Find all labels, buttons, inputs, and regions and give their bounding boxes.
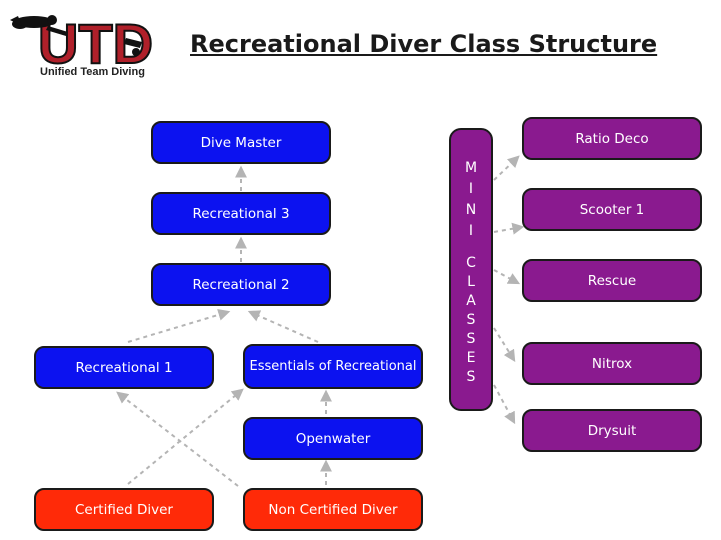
mini-letter: A xyxy=(466,293,476,309)
arrow-rec1-to-rec2 xyxy=(127,309,231,343)
box-non-certified-diver: Non Certified Diver xyxy=(243,488,423,531)
arrow-mini-to-ratio-deco xyxy=(493,155,520,181)
mini-letter: E xyxy=(466,350,476,366)
box-dive-master: Dive Master xyxy=(151,121,331,164)
box-openwater: Openwater xyxy=(243,417,423,460)
mini-letter: M xyxy=(464,160,478,176)
arrow-mini-to-drysuit xyxy=(493,384,516,425)
box-recreational-2: Recreational 2 xyxy=(151,263,331,306)
box-recreational-3: Recreational 3 xyxy=(151,192,331,235)
mini-letter: I xyxy=(468,181,474,197)
mini-letter: I xyxy=(468,223,474,239)
brand-tagline: Unified Team Diving xyxy=(40,66,145,78)
utd-logo: UTD xyxy=(8,8,178,80)
box-nitrox: Nitrox xyxy=(522,342,702,385)
arrow-mini-to-rescue xyxy=(493,269,521,285)
box-drysuit: Drysuit xyxy=(522,409,702,452)
box-recreational-1: Recreational 1 xyxy=(34,346,214,389)
diver-icon xyxy=(10,15,142,56)
mini-letter: S xyxy=(466,369,476,385)
mini-letter: S xyxy=(466,331,476,347)
page-title: Recreational Diver Class Structure xyxy=(190,30,658,58)
box-ratio-deco: Ratio Deco xyxy=(522,117,702,160)
box-certified-diver: Certified Diver xyxy=(34,488,214,531)
arrow-mini-to-scooter xyxy=(493,222,525,235)
arrow-mini-to-nitrox xyxy=(493,327,516,363)
mini-letter: N xyxy=(465,202,477,218)
mini-letter: C xyxy=(466,255,476,271)
arrow-certified-to-essentials xyxy=(127,388,244,485)
mini-letter: S xyxy=(466,312,476,328)
logo-graphic: UTD xyxy=(10,11,154,76)
box-rescue: Rescue xyxy=(522,259,702,302)
arrow-noncert-to-rec1 xyxy=(116,391,239,487)
box-essentials-of-recreational: Essentials of Recreational xyxy=(243,344,423,389)
mini-classes-bar: M I N I C L A S S E S xyxy=(449,128,493,411)
arrow-essentials-to-rec2 xyxy=(247,310,319,343)
box-scooter-1: Scooter 1 xyxy=(522,188,702,231)
mini-letter: L xyxy=(467,274,475,290)
